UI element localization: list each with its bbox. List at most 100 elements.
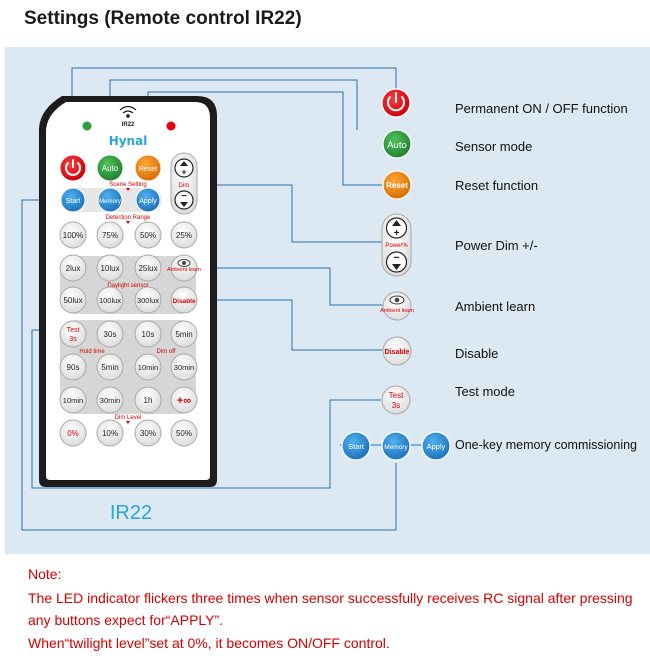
svg-text:30%: 30% [140,429,156,438]
callout-reset-button[interactable] [382,170,412,200]
svg-text:30min: 30min [174,363,194,372]
svg-text:Test: Test [389,391,404,400]
label-memory-commissioning: One-key memory commissioning [455,438,637,452]
svg-text:Test: Test [67,327,80,334]
callout-down-icon [392,264,401,270]
dim-up-icon [180,161,188,166]
svg-text:Reset: Reset [139,166,157,173]
remote-disable-button[interactable] [170,286,198,314]
callout-power-icon [387,92,405,112]
remote-model-label: IR22 [110,502,152,524]
remote-apply-button[interactable] [135,187,161,213]
callout-eye-icon [389,295,405,305]
svg-text:10min: 10min [138,363,158,372]
callout-start-button[interactable] [341,431,371,461]
svg-text:Memory: Memory [384,444,408,451]
remote-model-small: IR22 [122,122,135,128]
svg-text:5min: 5min [175,330,192,339]
label-sensor-mode: Sensor mode [455,139,533,154]
note-line-3: When“twilight level”set at 0%, it become… [28,635,390,651]
callout-powerdim-caption: Power% [385,243,408,249]
power-icon [65,159,81,176]
callout-test-button[interactable] [381,385,411,415]
svg-text:Disable: Disable [172,298,196,305]
time-row-1: 30s 10s 5min [96,320,198,348]
led-green-icon [82,121,92,131]
range-25: 25% [176,231,192,240]
range-75: 75% [102,231,118,240]
remote-reset-button[interactable] [134,154,162,182]
svg-text:0%: 0% [67,429,79,438]
remote-ambient-button[interactable] [170,254,198,282]
svg-text:10lux: 10lux [100,264,119,273]
svg-text:3s: 3s [69,336,77,343]
dim-down-icon [180,202,188,207]
svg-text:Apply: Apply [427,442,446,451]
label-test-mode: Test mode [455,384,515,399]
svg-text:Ambient learn: Ambient learn [380,308,414,314]
svg-text:1h: 1h [144,396,153,405]
svg-text:Start: Start [66,198,81,205]
svg-text:Reset: Reset [386,181,408,190]
eye-icon [177,259,191,267]
led-red-icon [166,121,176,131]
remote-ambient-caption: Ambient learn [167,267,201,273]
svg-text:300lux: 300lux [137,296,159,305]
svg-text:10min: 10min [63,396,83,405]
note-heading: Note: [28,566,62,582]
svg-text:+: + [181,167,186,177]
svg-text:Apply: Apply [139,198,157,205]
lux-row-2: 50lux 100lux 300lux [59,286,162,314]
svg-text:Auto: Auto [387,140,407,151]
dim-off-caption: Dim off [157,349,176,355]
svg-text:+∞: +∞ [177,395,191,407]
note-line-2: any buttons expect for“APPLY”. [28,612,224,628]
svg-text:5min: 5min [101,363,118,372]
daylight-sensor-caption: Daylight sensor [107,283,148,289]
wifi-icon [119,105,137,118]
lux-row-1: 2lux 10lux 25lux [59,254,162,282]
remote-dim-caption: Dim [179,183,190,189]
note-line-1: The LED indicator flickers three times w… [28,590,633,606]
range-row: 100% 75% 50% 25% [59,221,198,249]
svg-text:30min: 30min [100,396,120,405]
callout-disable-button[interactable] [382,336,412,366]
hold-time-caption: Hold time [79,349,105,355]
page-title: Settings (Remote control IR22) [24,8,302,29]
callout-apply-button[interactable] [421,431,451,461]
label-reset: Reset function [455,178,539,193]
callout-up-icon [392,220,401,226]
svg-text:10s: 10s [142,330,155,339]
svg-text:30s: 30s [104,330,117,339]
dim-level-row: 0% 10% 30% 50% [59,419,198,447]
svg-text:Disable: Disable [385,349,410,356]
svg-text:25lux: 25lux [138,264,157,273]
svg-text:10%: 10% [102,429,118,438]
svg-text:Memory: Memory [99,199,121,205]
scene-setting-caption: Scene Setting [109,182,146,188]
remote-auto-button[interactable] [96,154,124,182]
svg-text:−: − [181,191,187,202]
label-power: Permanent ON / OFF function [455,101,628,116]
svg-text:2lux: 2lux [66,264,81,273]
svg-text:Auto: Auto [102,164,119,173]
range-50: 50% [140,231,156,240]
label-disable: Disable [455,346,499,361]
svg-text:−: − [393,252,399,264]
svg-text:Start: Start [348,442,365,451]
svg-text:90s: 90s [67,363,80,372]
time-row-3: 10min 30min 1h +∞ [59,386,198,414]
remote-memory-button[interactable] [97,187,123,213]
remote-start-button[interactable] [60,187,86,213]
callout-auto-button[interactable] [382,129,412,159]
callout-memory-button[interactable] [381,431,411,461]
label-power-dim: Power Dim +/- [455,238,538,253]
dim-level-caption: Dim Level [115,415,142,421]
detection-range-caption: Detection Range [106,215,151,221]
time-row-2: 90s 5min 10min 30min [59,353,198,381]
svg-text:3s: 3s [392,401,400,410]
svg-text:50%: 50% [176,429,192,438]
remote-test-button[interactable] [59,320,87,348]
svg-text:+: + [394,228,400,239]
